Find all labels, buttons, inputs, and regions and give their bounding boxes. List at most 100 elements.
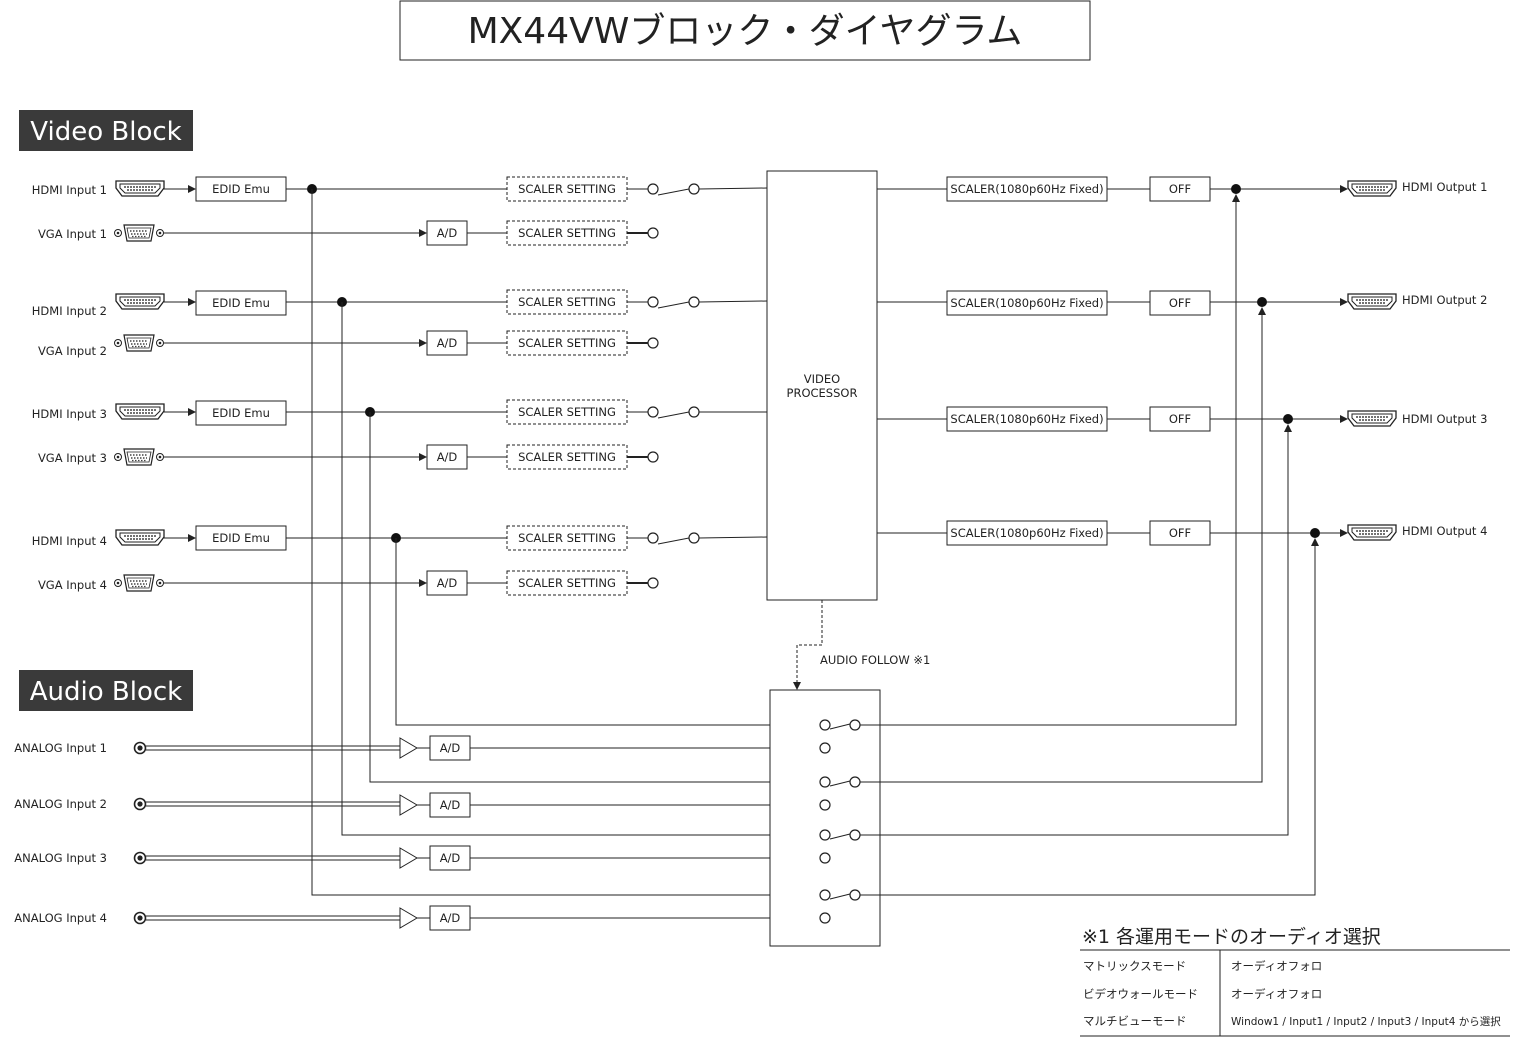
audio-switch-block	[769, 689, 881, 947]
scaler-setting-label: SCALER SETTING	[518, 450, 616, 464]
audio-embed-lines	[860, 194, 1319, 896]
hdmi-input-label: HDMI Input 1	[32, 183, 107, 197]
hdmi-input-label: HDMI Input 3	[32, 407, 107, 421]
analog-input-row-2: ANALOG Input 2 A/D	[14, 792, 820, 818]
title-text: MX44VWブロック・ダイヤグラム	[468, 11, 1023, 52]
rca-jack-icon	[133, 851, 147, 865]
scaler-setting-label: SCALER SETTING	[518, 576, 616, 590]
output-row-1: SCALER(1080p60Hz Fixed) OFF HDMI Output …	[877, 176, 1487, 202]
ad-converter-box	[426, 570, 468, 596]
scaler-setting-box	[506, 330, 628, 356]
off-label: OFF	[1169, 526, 1191, 540]
vga-port-icon	[113, 448, 165, 466]
note-audio-value: オーディオフォロ	[1231, 959, 1322, 973]
audio-follow-label: AUDIO FOLLOW ※1	[820, 653, 930, 667]
hdmi-input-label: HDMI Input 4	[32, 534, 107, 548]
video-block-header: Video Block	[19, 110, 193, 151]
analog-input-row-1: ANALOG Input 1 A/D	[14, 735, 820, 761]
hdmi-output-label: HDMI Output 3	[1402, 412, 1487, 426]
scaler-setting-box	[506, 399, 628, 425]
analog-input-label: ANALOG Input 2	[14, 797, 107, 811]
scaler-setting-box	[506, 570, 628, 596]
output-row-2: SCALER(1080p60Hz Fixed) OFF HDMI Output …	[877, 290, 1487, 316]
rca-jack-icon	[133, 797, 147, 811]
hdmi-input-row-3: HDMI Input 3 EDID Emu	[32, 400, 287, 426]
note-audio-value: オーディオフォロ	[1231, 987, 1322, 1001]
edid-emu-box	[195, 290, 287, 316]
edid-emu-label: EDID Emu	[212, 531, 270, 545]
off-box	[1149, 290, 1211, 316]
audio-block-header: Audio Block	[19, 670, 193, 711]
scaler-setting-label: SCALER SETTING	[518, 336, 616, 350]
edid-emu-label: EDID Emu	[212, 296, 270, 310]
scaler-setting-boxes: SCALER SETTING SCALER SETTING SCALER SET…	[506, 176, 628, 596]
edid-emu-label: EDID Emu	[212, 182, 270, 196]
ad-converter-box	[426, 444, 468, 470]
ad-label: A/D	[440, 911, 461, 925]
edid-emu-label: EDID Emu	[212, 406, 270, 420]
note-mode-label: マトリックスモード	[1083, 959, 1186, 973]
hdmi-port-icon	[115, 403, 165, 420]
analog-input-row-4: ANALOG Input 4 A/D	[14, 905, 820, 931]
output-scaler-label: SCALER(1080p60Hz Fixed)	[950, 526, 1103, 540]
scaler-setting-label: SCALER SETTING	[518, 226, 616, 240]
hdmi-output-label: HDMI Output 1	[1402, 180, 1487, 194]
hdmi-port-icon	[115, 180, 165, 197]
vga-input-label: VGA Input 4	[38, 578, 107, 592]
hdmi-port-icon	[1347, 410, 1397, 427]
ad-label: A/D	[440, 741, 461, 755]
vga-input-row-1: VGA Input 1 A/D	[38, 220, 507, 246]
note-mode-label: マルチビューモード	[1083, 1014, 1187, 1028]
vga-input-row-2: VGA Input 2 A/D	[38, 330, 507, 358]
edid-emu-box	[195, 525, 287, 551]
ad-label: A/D	[437, 336, 458, 350]
hdmi-port-icon	[115, 529, 165, 546]
rca-jack-icon	[133, 911, 147, 925]
vga-input-row-3: VGA Input 3 A/D	[38, 444, 507, 470]
analog-input-row-3: ANALOG Input 3 A/D	[14, 845, 820, 871]
ad-label: A/D	[440, 798, 461, 812]
rca-jack-icon	[133, 741, 147, 755]
video-processor-label-1: VIDEO	[804, 372, 840, 386]
hdmi-output-label: HDMI Output 2	[1402, 293, 1487, 307]
ad-converter-box	[426, 330, 468, 356]
video-block-label: Video Block	[30, 117, 181, 147]
vga-port-icon	[113, 574, 165, 592]
off-label: OFF	[1169, 412, 1191, 426]
vga-input-row-4: VGA Input 4 A/D	[38, 570, 507, 596]
ad-converter-box	[429, 792, 471, 818]
output-scaler-box	[946, 176, 1108, 202]
hdmi-port-icon	[115, 293, 165, 310]
ad-label: A/D	[437, 576, 458, 590]
audio-follow-link: AUDIO FOLLOW ※1	[793, 600, 930, 690]
analog-input-label: ANALOG Input 4	[14, 911, 107, 925]
video-processor-label-2: PROCESSOR	[787, 386, 858, 400]
analog-input-label: ANALOG Input 3	[14, 851, 107, 865]
scaler-setting-box	[506, 525, 628, 551]
scaler-setting-box	[506, 444, 628, 470]
input-select-switches	[627, 183, 768, 589]
note-mode-label: ビデオウォールモード	[1083, 987, 1198, 1001]
edid-emu-box	[195, 176, 287, 202]
note-audio-value: Window1 / Input1 / Input2 / Input3 / Inp…	[1231, 1015, 1501, 1028]
scaler-setting-label: SCALER SETTING	[518, 182, 616, 196]
off-box	[1149, 520, 1211, 546]
vga-input-label: VGA Input 1	[38, 227, 107, 241]
hdmi-port-icon	[1347, 293, 1397, 310]
vga-input-label: VGA Input 2	[38, 344, 107, 358]
scaler-setting-label: SCALER SETTING	[518, 295, 616, 309]
hdmi-output-label: HDMI Output 4	[1402, 524, 1487, 538]
output-scaler-label: SCALER(1080p60Hz Fixed)	[950, 296, 1103, 310]
off-box	[1149, 176, 1211, 202]
output-scaler-label: SCALER(1080p60Hz Fixed)	[950, 412, 1103, 426]
off-label: OFF	[1169, 296, 1191, 310]
hdmi-input-row-1: HDMI Input 1 EDID Emu	[32, 176, 287, 202]
output-scaler-label: SCALER(1080p60Hz Fixed)	[950, 182, 1103, 196]
output-row-4: SCALER(1080p60Hz Fixed) OFF HDMI Output …	[877, 520, 1487, 546]
diagram-title: MX44VWブロック・ダイヤグラム	[399, 0, 1091, 61]
ad-label: A/D	[437, 450, 458, 464]
edid-emu-box	[195, 400, 287, 426]
vga-port-icon	[113, 334, 165, 352]
ad-converter-box	[429, 905, 471, 931]
hdmi-port-icon	[1347, 524, 1397, 541]
